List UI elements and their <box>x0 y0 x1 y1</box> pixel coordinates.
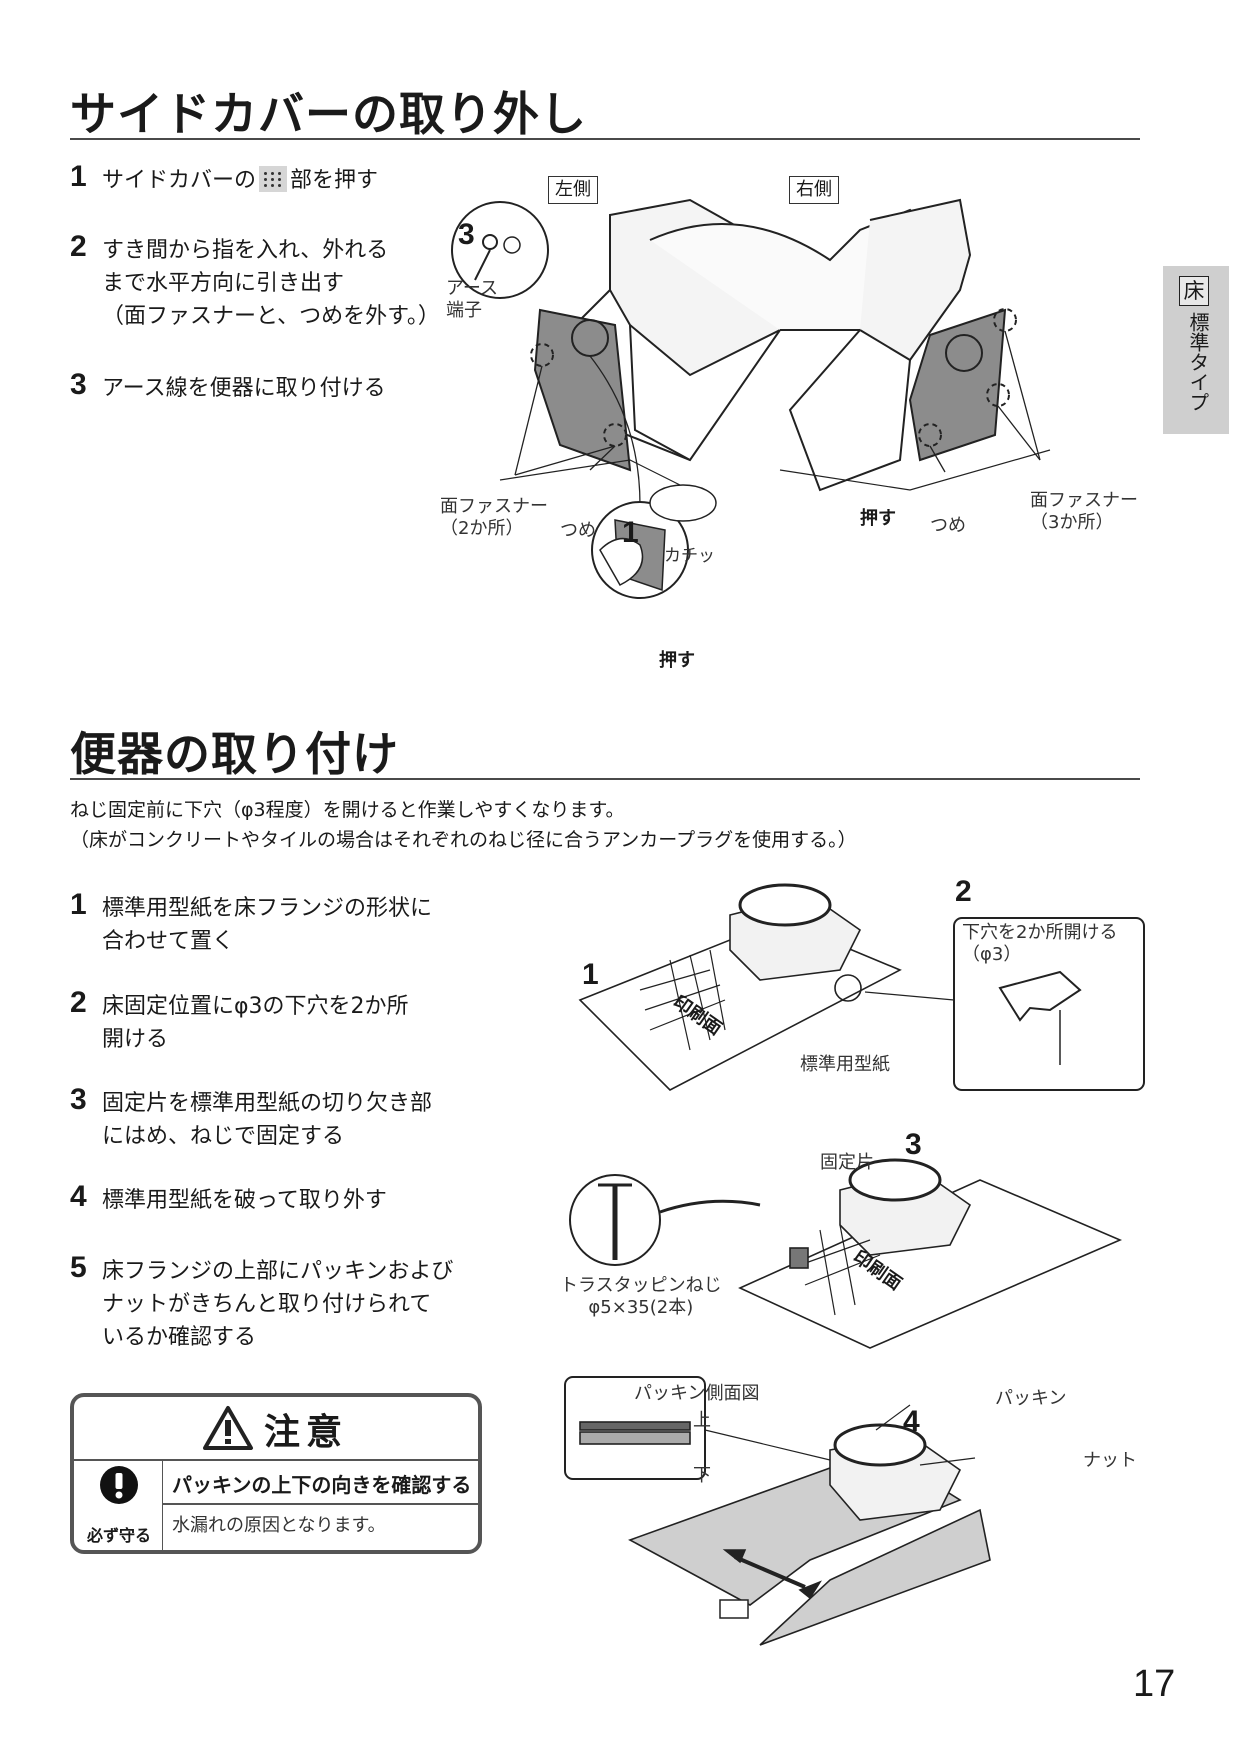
fig2-callout-3: 3 <box>905 1128 922 1161</box>
caution-reason: 水漏れの原因となります。 <box>172 1515 386 1536</box>
dotted-area-icon <box>259 166 288 192</box>
step-number: 4 <box>70 1180 87 1213</box>
step-text: すき間から指を入れ、外れる まで水平方向に引き出す （面ファスナーと、つめを外す… <box>102 238 440 329</box>
section1-title: サイドカバーの取り外し <box>70 87 587 141</box>
step-number: 2 <box>70 986 87 1019</box>
gasket-view-label: パッキン側面図 <box>634 1383 760 1404</box>
step-text: 床フランジの上部にパッキンおよび ナットがきちんと取り付けられて いるか確認する <box>102 1259 454 1350</box>
gasket-top-label: 上 <box>693 1410 711 1431</box>
push-right-label: 押す <box>860 508 896 529</box>
section1-rule <box>70 138 1140 140</box>
step-text: アース線を便器に取り付ける <box>102 376 386 401</box>
caution-point: パッキンの上下の向きを確認する <box>172 1473 472 1497</box>
pilot-hole-label: 下穴を2か所開ける （φ3） <box>962 922 1118 965</box>
fig1-callout-3: 3 <box>458 218 475 251</box>
toilet-installation-illustration <box>564 883 1145 1646</box>
side-cover-removal-illustration <box>451 198 1051 599</box>
earth-terminal-label: アース 端子 <box>446 278 499 321</box>
caution-left-cell: 必ず守る <box>74 1459 163 1550</box>
must-observe-label: 必ず守る <box>86 1526 151 1545</box>
fig2-callout-1: 1 <box>582 958 599 991</box>
caution-row-divider <box>162 1503 478 1505</box>
left-side-label: 左側 <box>548 176 598 204</box>
claw-left-label: つめ <box>560 520 596 541</box>
step-number: 2 <box>70 230 87 263</box>
fastener-right-label: 面ファスナー （3か所） <box>1030 490 1138 533</box>
fig2-callout-2: 2 <box>955 875 972 908</box>
page-number: 17 <box>1133 1663 1176 1705</box>
template-label: 標準用型紙 <box>800 1054 890 1075</box>
push-bottom-label: 押す <box>659 650 695 671</box>
step-number: 1 <box>70 160 87 193</box>
section2-title: 便器の取り付け <box>70 727 399 781</box>
step-number: 1 <box>70 888 87 921</box>
step-number: 3 <box>70 1083 87 1116</box>
step-number: 5 <box>70 1251 87 1284</box>
caution-header: 注意 <box>74 1397 478 1461</box>
mandatory-exclamation-icon <box>100 1466 138 1504</box>
screw-label: トラスタッピンねじ φ5×35(2本) <box>560 1275 722 1318</box>
fig2-callout-4: 4 <box>903 1405 920 1438</box>
section2-intro: ねじ固定前に下穴（φ3程度）を開けると作業しやすくなります。 （床がコンクリート… <box>70 799 857 851</box>
warning-triangle-icon <box>203 1406 253 1450</box>
side-tab: 床 標準タイプ <box>1163 266 1229 434</box>
caution-title: 注意 <box>264 1412 349 1453</box>
step-text: 固定片を標準用型紙の切り欠き部 にはめ、ねじで固定する <box>102 1091 433 1149</box>
click-sound-label: カチッ <box>664 546 715 566</box>
fig1-callout-1: 1 <box>622 516 639 549</box>
side-tab-kanji: 床 <box>1179 276 1209 306</box>
right-side-label: 右側 <box>789 176 839 204</box>
step-text-after: 部を押す <box>290 168 379 193</box>
step-text: 床固定位置にφ3の下穴を2か所 開ける <box>102 994 409 1052</box>
step-text: 標準用型紙を破って取り外す <box>102 1188 387 1213</box>
claw-right-label: つめ <box>930 515 966 536</box>
caution-box: 注意 必ず守る パッキンの上下の向きを確認する 水漏れの原因となります。 <box>70 1393 482 1554</box>
fixing-piece-label: 固定片 <box>820 1152 874 1173</box>
fastener-left-label: 面ファスナー （2か所） <box>440 496 548 539</box>
gasket-label: パッキン <box>995 1388 1067 1409</box>
step-text-before: サイドカバーの <box>102 168 257 193</box>
section2-rule <box>70 778 1140 780</box>
step-number: 3 <box>70 368 87 401</box>
gasket-bottom-label: 下 <box>693 1465 711 1486</box>
step-text: 標準用型紙を床フランジの形状に 合わせて置く <box>102 896 433 954</box>
nut-label: ナット <box>1083 1450 1137 1471</box>
side-tab-label: 標準タイプ <box>1186 312 1210 412</box>
